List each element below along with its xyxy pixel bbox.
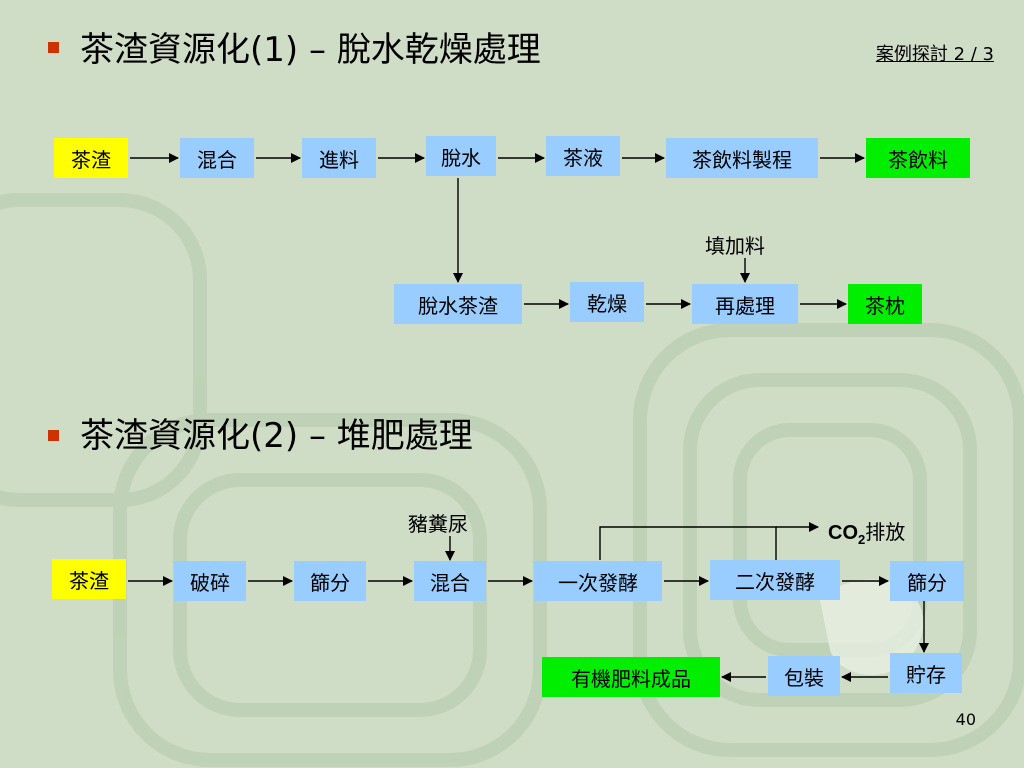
bullet-2 (48, 430, 59, 441)
section2-title: 茶渣資源化(2) – 堆肥處理 (80, 416, 473, 456)
flow2-storage: 貯存 (890, 653, 962, 693)
flow1-mixing: 混合 (180, 138, 254, 178)
flow1-dehydration: 脫水 (426, 136, 496, 176)
flow1-dehydrated-residue: 脫水茶渣 (394, 284, 522, 324)
flow1-drying: 乾燥 (570, 282, 644, 322)
flow2-packaging: 包裝 (768, 656, 840, 696)
flow1-tea-residue: 茶渣 (54, 138, 128, 178)
flow1-reprocessing: 再處理 (692, 284, 798, 324)
flow1-tea-liquid: 茶液 (546, 136, 620, 176)
flow2-manure-label: 豬糞尿 (408, 512, 468, 536)
co2-formula: CO2 (828, 522, 866, 547)
section1-title: 茶渣資源化(1) – 脫水乾燥處理 (80, 30, 541, 70)
bullet-1 (48, 42, 59, 53)
flow1-beverage-process: 茶飲料製程 (666, 138, 818, 178)
flow2-organic-fertilizer: 有機肥料成品 (542, 657, 720, 697)
page-number: 40 (955, 710, 976, 729)
flow2-co2-emission: CO2排放 (828, 516, 905, 547)
flow1-additive-label: 填加料 (705, 234, 765, 258)
flow1-feeding: 進料 (302, 138, 376, 178)
flow2-screening-1: 篩分 (294, 561, 366, 601)
flow2-mixing: 混合 (414, 561, 486, 601)
case-study-link[interactable]: 案例探討 2 / 3 (875, 44, 994, 65)
flow2-screening-2: 篩分 (890, 561, 964, 601)
flow2-primary-fermentation: 一次發酵 (534, 561, 662, 601)
flow1-tea-pillow: 茶枕 (848, 284, 922, 324)
flow1-tea-beverage: 茶飲料 (866, 138, 970, 178)
flow2-secondary-fermentation: 二次發酵 (710, 560, 840, 600)
flow2-crushing: 破碎 (174, 561, 246, 601)
emission-text: 排放 (865, 520, 906, 544)
flow2-tea-residue: 茶渣 (52, 559, 126, 599)
